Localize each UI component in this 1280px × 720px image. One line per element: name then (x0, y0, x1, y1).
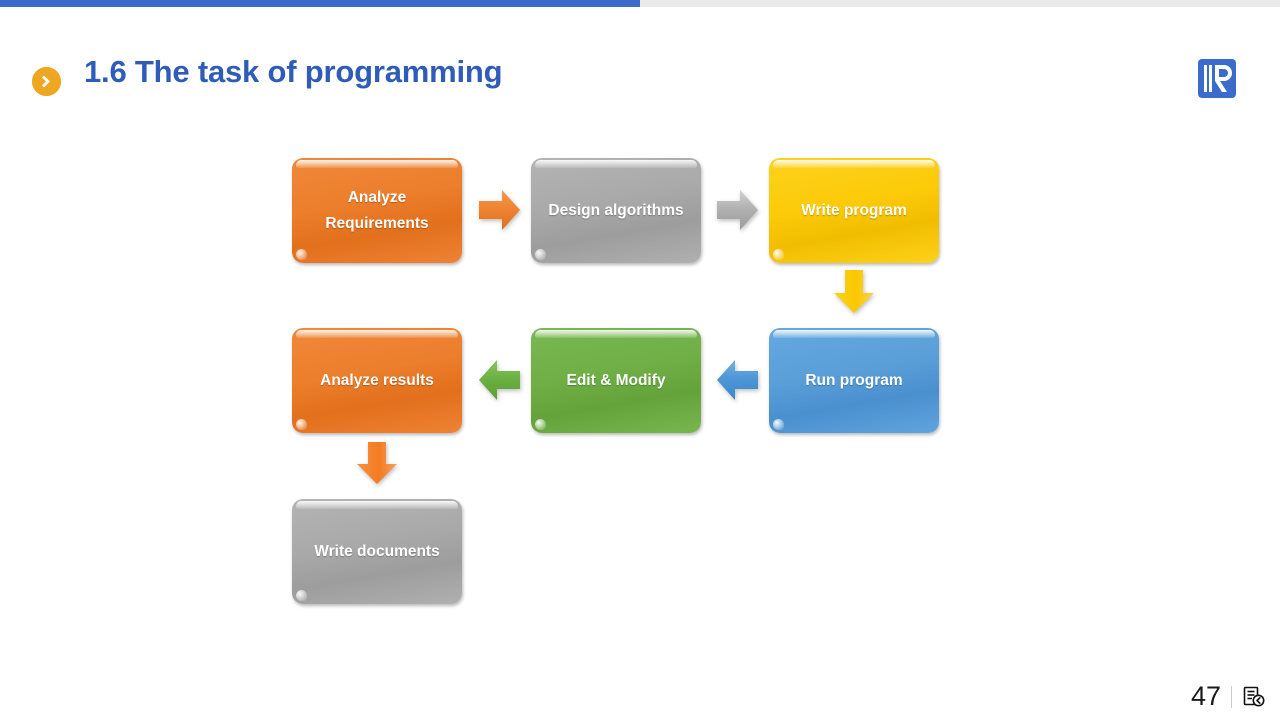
slide-progress-track[interactable] (0, 0, 1280, 7)
flow-node-write-documents[interactable]: Write documents (292, 499, 462, 604)
flow-node-label: Edit & Modify (566, 371, 666, 389)
flow-node-analyze-results[interactable]: Analyze results (292, 328, 462, 433)
chevron-right-circle-icon (32, 67, 61, 96)
flow-node-write-program[interactable]: Write program (769, 158, 939, 263)
slide-footer: 47 (1191, 681, 1266, 712)
arrow-left-icon-run-to-edit (710, 355, 760, 405)
flow-node-label: Analyze Requirements (325, 188, 429, 232)
brand-logo-icon (1196, 56, 1238, 101)
arrow-right-icon-requirements-to-algorithms (477, 185, 522, 235)
slide-header: 1.6 The task of programming (0, 26, 1280, 98)
flow-node-label: Design algorithms (548, 201, 684, 219)
slide-progress-fill (0, 0, 640, 7)
footer-divider (1231, 685, 1232, 708)
flow-node-run-program[interactable]: Run program (769, 328, 939, 433)
arrow-down-icon-write-to-run (829, 268, 879, 318)
arrow-left-icon-edit-to-results (472, 355, 522, 405)
flow-node-label: Analyze results (320, 371, 434, 389)
arrow-down-icon-results-to-documents (352, 440, 402, 488)
flow-node-label: Write documents (314, 542, 440, 560)
flow-node-edit-modify[interactable]: Edit & Modify (531, 328, 701, 433)
flow-node-label: Write program (801, 201, 907, 219)
flow-node-label: Run program (805, 371, 903, 389)
flow-node-design-algorithms[interactable]: Design algorithms (531, 158, 701, 263)
page-title: 1.6 The task of programming (84, 54, 503, 89)
arrow-right-icon-algorithms-to-write (715, 185, 760, 235)
page-number: 47 (1190, 681, 1221, 711)
document-back-icon[interactable] (1242, 685, 1266, 709)
flow-node-analyze-requirements[interactable]: Analyze Requirements (292, 158, 462, 263)
